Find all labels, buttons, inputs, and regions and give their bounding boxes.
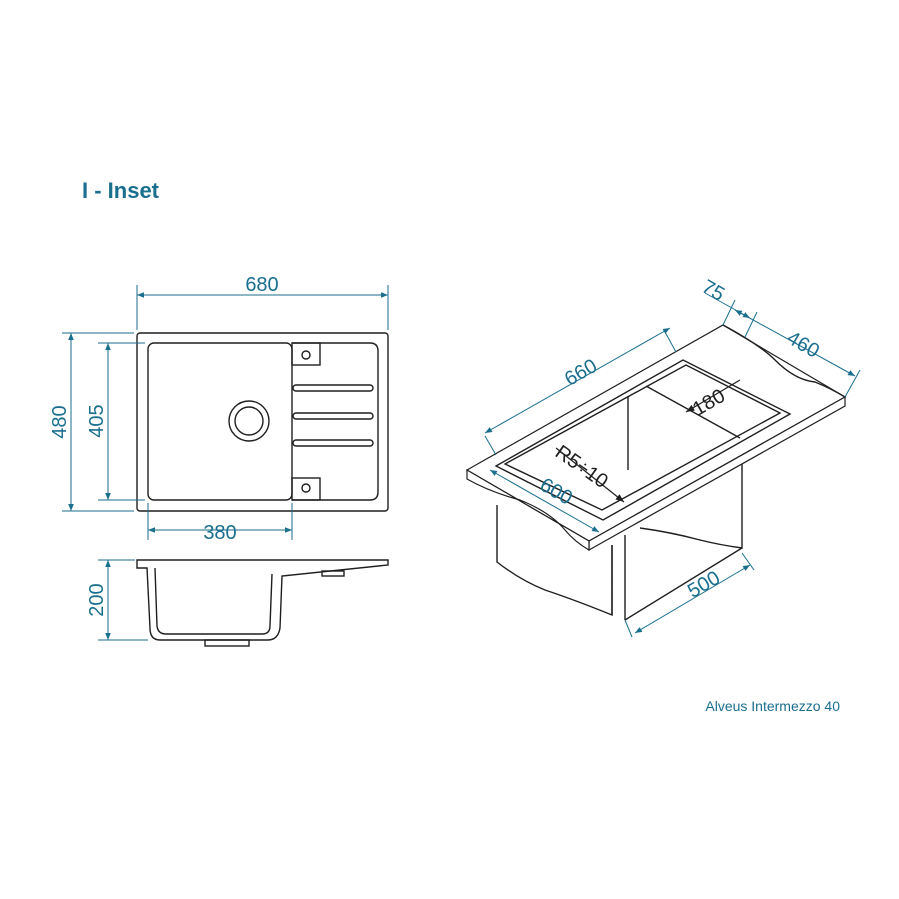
sink-outline <box>136 332 389 512</box>
model-caption: Alveus Intermezzo 40 <box>705 698 840 714</box>
page-title: I - Inset <box>82 178 160 203</box>
dim-bowl-depth: 405 <box>86 404 108 437</box>
dim-cabinet-width: 500 <box>684 567 724 603</box>
dim-overall-width: 680 <box>245 274 278 296</box>
cabinet-left-panel <box>496 505 613 617</box>
bowl-outline <box>147 342 293 501</box>
side-view: 200 <box>86 559 389 647</box>
dim-line-500 <box>634 564 751 634</box>
side-profile <box>136 559 389 641</box>
cabinet-right-panel <box>639 450 743 549</box>
dim-line-660 <box>484 327 671 434</box>
side-overflow <box>321 570 345 577</box>
dim-depth: 460 <box>783 327 823 363</box>
dim-height: 200 <box>86 583 108 616</box>
top-view: 680 480 405 380 <box>49 274 389 544</box>
drainboard-rib-2 <box>292 412 374 420</box>
drainboard-rib-3 <box>292 439 374 447</box>
drainboard-rib-1 <box>292 384 374 392</box>
tap-hole-top <box>301 350 311 360</box>
tap-hole-box-top <box>291 342 321 366</box>
dim-edge: 75 <box>698 276 728 306</box>
drain-inner <box>234 406 264 436</box>
drainboard-outline <box>292 342 379 501</box>
isometric-view: 75 460 660 180 R5÷10 600 500 <box>465 276 861 638</box>
drain-outer <box>228 400 270 442</box>
overflow-hole <box>301 483 311 493</box>
dim-line-460 <box>734 309 856 377</box>
dim-line-600 <box>489 469 600 533</box>
dim-length: 660 <box>561 355 601 391</box>
side-inner-profile <box>154 567 273 635</box>
drain-outlet <box>204 639 250 647</box>
dim-overall-depth: 480 <box>49 405 71 438</box>
dim-bowl-width: 380 <box>203 522 236 544</box>
dim-line-180 <box>685 379 741 413</box>
tap-hole-box-bottom <box>291 477 321 501</box>
